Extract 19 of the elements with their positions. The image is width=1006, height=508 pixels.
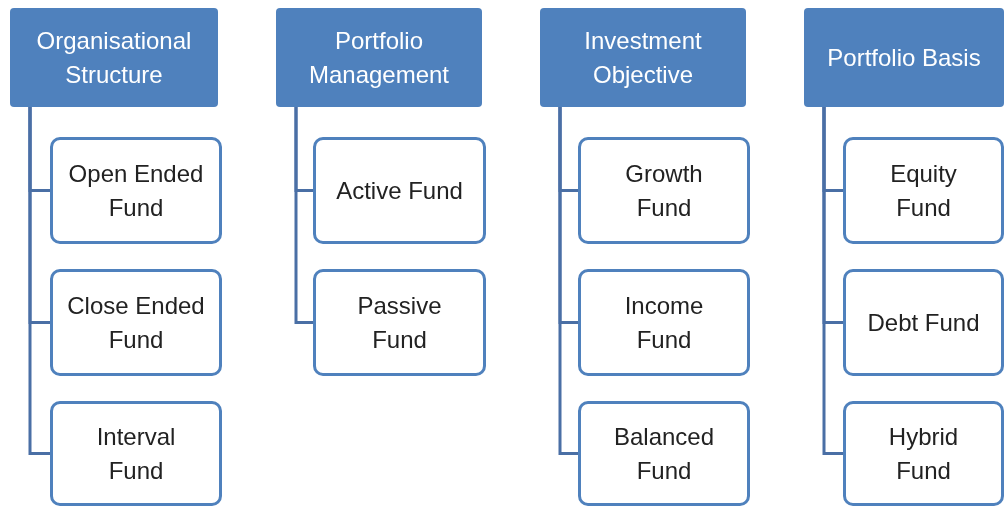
fund-type-box: Active Fund (313, 137, 486, 244)
category-header: Investment Objective (540, 8, 746, 107)
connector-line (294, 107, 313, 324)
fund-type-box: Hybrid Fund (843, 401, 1004, 506)
fund-type-box: Income Fund (578, 269, 750, 376)
fund-type-box: Growth Fund (578, 137, 750, 244)
fund-type-box: Open Ended Fund (50, 137, 222, 244)
fund-type-box: Equity Fund (843, 137, 1004, 244)
connector-line (28, 107, 50, 455)
category-header: Organisational Structure (10, 8, 218, 107)
connector-line (558, 107, 578, 455)
category-header: Portfolio Management (276, 8, 482, 107)
fund-type-box: Debt Fund (843, 269, 1004, 376)
fund-type-box: Close Ended Fund (50, 269, 222, 376)
fund-type-box: Balanced Fund (578, 401, 750, 506)
fund-type-box: Passive Fund (313, 269, 486, 376)
connector-line (822, 107, 843, 455)
fund-type-box: Interval Fund (50, 401, 222, 506)
category-header: Portfolio Basis (804, 8, 1004, 107)
